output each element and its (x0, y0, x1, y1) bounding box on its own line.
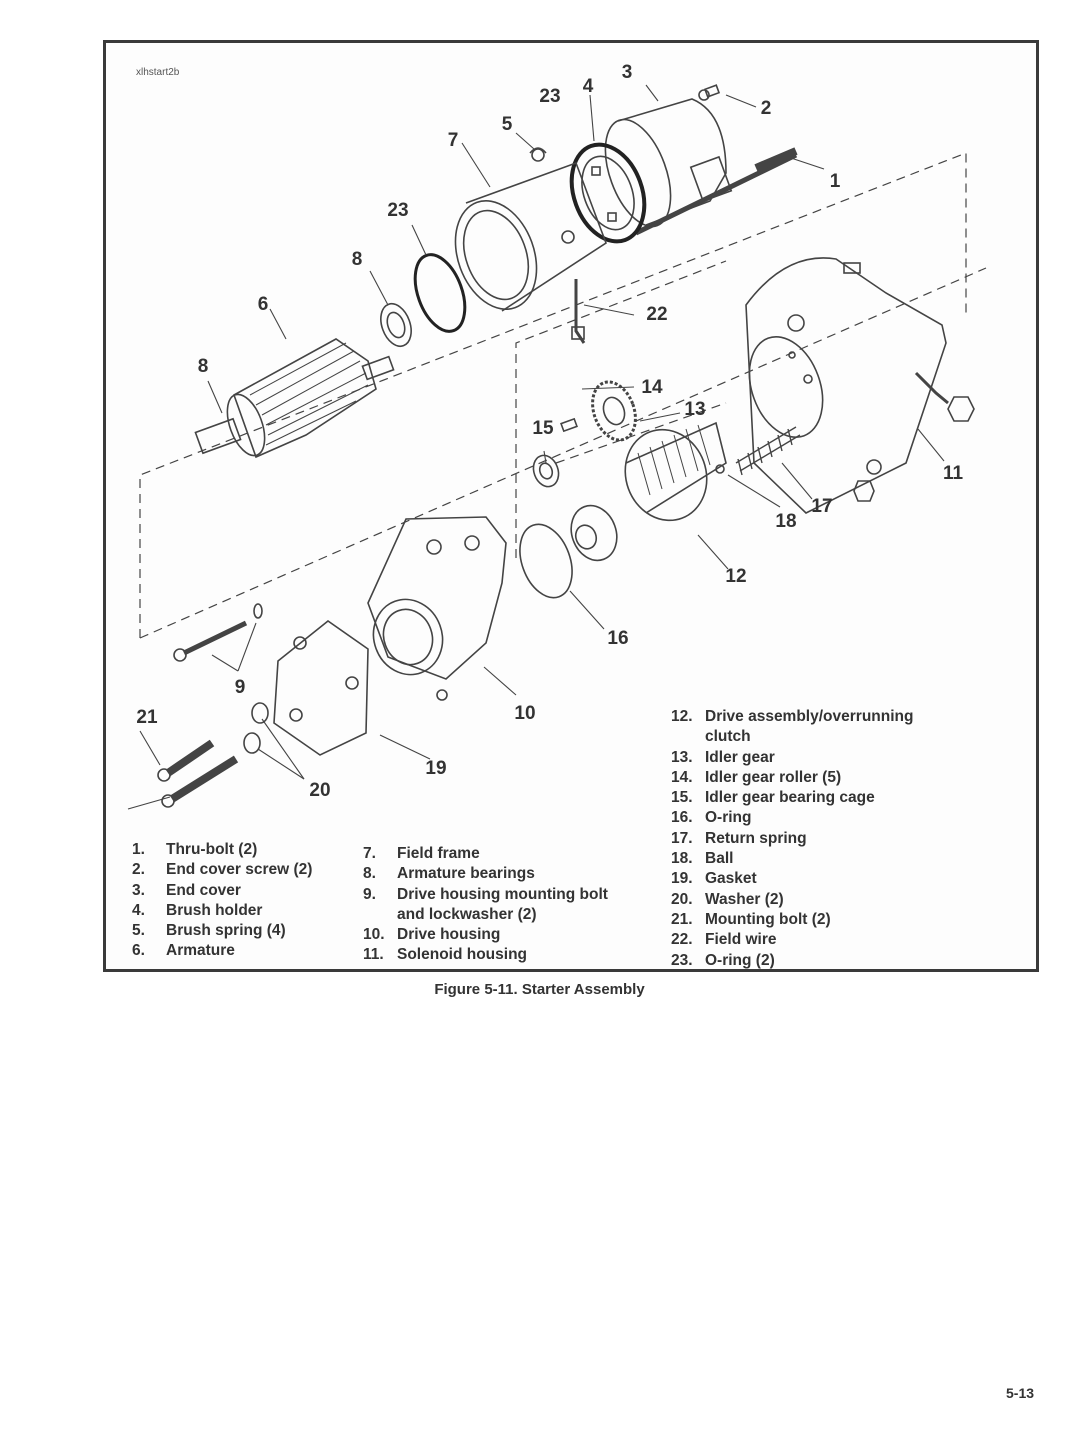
legend-item: 22.Field wire (671, 931, 777, 949)
legend-item: 4.Brush holder (132, 901, 263, 919)
callout-9: 9 (234, 677, 246, 698)
legend-item: 15.Idler gear bearing cage (671, 789, 875, 807)
drive-o-ring (519, 523, 573, 599)
legend-item: 11.Solenoid housing (363, 946, 528, 964)
washers (243, 702, 269, 754)
legend-item: 12.Drive assembly/overrunning clutch (671, 708, 914, 746)
gasket-holes (289, 636, 359, 722)
idler-gear-roller (560, 417, 578, 433)
legend-item: 19.Gasket (671, 870, 757, 888)
legend-item: 13.Idler gear (671, 748, 775, 766)
legend-item: 21.Mounting bolt (2) (671, 910, 831, 928)
page-number: 5-13 (1006, 1385, 1035, 1401)
figure-caption: Figure 5-11. Starter Assembly (434, 981, 645, 998)
legend-item: 2.End cover screw (2) (132, 861, 313, 879)
gasket (273, 620, 369, 756)
legend-item: 5.Brush spring (4) (132, 922, 286, 940)
figure-code: xlhstart2b (136, 67, 180, 78)
legend-item: 14.Idler gear roller (5) (671, 768, 842, 786)
legend-item: 18.Ball (671, 850, 734, 868)
callout-2: 2 (760, 98, 772, 119)
callout-6: 6 (257, 294, 269, 315)
field-frame-o-ring (413, 253, 467, 333)
drive-housing (367, 516, 507, 701)
mounting-bolts (157, 739, 239, 808)
callout-3: 3 (621, 62, 633, 83)
legend-item: 8.Armature bearings (363, 865, 535, 883)
alignment-lines (139, 152, 987, 639)
callout-4: 4 (582, 76, 594, 97)
end-cover-screw (698, 84, 721, 101)
callout-23-upper: 23 (539, 86, 561, 107)
callout-13: 13 (684, 399, 706, 420)
legend-item: 3.End cover (132, 881, 241, 899)
callout-16: 16 (607, 628, 629, 649)
legend-column-3: 12.Drive assembly/overrunning clutch 13.… (671, 707, 951, 971)
callout-21: 21 (136, 707, 158, 728)
thru-bolt (634, 147, 798, 236)
legend-column-1: 1.Thru-bolt (2) 2.End cover screw (2) 3.… (132, 840, 342, 962)
legend-item: 9.Drive housing mounting bolt and lockwa… (363, 885, 608, 923)
drive-housing-bolt (173, 603, 263, 662)
callout-8-lower: 8 (197, 356, 209, 377)
end-cover (604, 98, 733, 228)
callout-14: 14 (641, 377, 663, 398)
callout-17: 17 (811, 496, 833, 517)
callout-23-lower: 23 (387, 200, 409, 221)
callout-10: 10 (514, 703, 536, 724)
brush-spring (529, 147, 547, 162)
callout-5: 5 (501, 114, 513, 135)
callout-7: 7 (447, 130, 459, 151)
legend-item: 6.Armature (132, 942, 235, 960)
legend-item: 20.Washer (2) (671, 890, 784, 908)
callout-18: 18 (775, 511, 797, 532)
field-frame (454, 161, 607, 344)
legend-item: 17.Return spring (671, 829, 807, 847)
leader-lines (127, 84, 945, 810)
callout-1: 1 (829, 171, 841, 192)
solenoid-housing (745, 257, 975, 514)
drive-assembly (570, 421, 727, 562)
callout-20: 20 (309, 780, 331, 801)
legend-column-2: 7.Field frame 8.Armature bearings 9.Driv… (363, 844, 635, 966)
callout-8-upper: 8 (351, 249, 363, 270)
idler-gear-bearing-cage (532, 454, 560, 488)
legend-item: 16.O-ring (671, 809, 752, 827)
figure-frame: xlhstart2b (103, 40, 1039, 972)
callout-12: 12 (725, 566, 747, 587)
legend-item: 1.Thru-bolt (2) (132, 841, 258, 858)
brush-holder (569, 142, 647, 244)
armature-bearing-upper (380, 302, 412, 348)
callout-11: 11 (942, 463, 964, 484)
callout-19: 19 (425, 758, 447, 779)
starter-exploded-drawing (127, 84, 987, 810)
callout-15: 15 (532, 418, 554, 439)
armature (194, 338, 395, 459)
legend-item: 23.O-ring (2) (671, 951, 775, 969)
callout-22: 22 (646, 304, 668, 325)
legend-item: 10.Drive housing (363, 926, 501, 944)
return-spring (735, 426, 801, 476)
legend-item: 7.Field frame (363, 845, 480, 862)
